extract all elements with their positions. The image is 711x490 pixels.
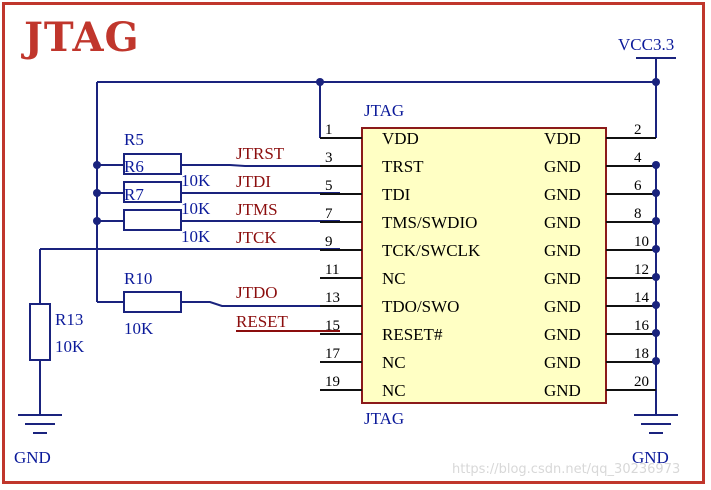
schematic-title: JTAG: [24, 14, 140, 61]
pin-number-right: 20: [634, 374, 649, 390]
pin-number-right: 4: [634, 150, 642, 166]
r6-value: 10K: [181, 199, 211, 218]
junction-dot: [652, 273, 660, 281]
jtdo-wire: [181, 301, 340, 307]
pin-number-left: 17: [325, 346, 341, 362]
pin-label-left: TDO/SWO: [382, 297, 459, 316]
r5-ref: R5: [124, 130, 144, 149]
r7-ref: R7: [124, 185, 144, 204]
resistor-r5: [123, 153, 182, 175]
schematic-border: [2, 2, 705, 484]
pin-number-right: 6: [634, 178, 642, 194]
net-label-jtrst: JTRST: [236, 144, 285, 163]
pin-number-left: 9: [325, 234, 333, 250]
pin-number-left: 5: [325, 178, 333, 194]
pin-number-right: 12: [634, 262, 649, 278]
pin-label-left: VDD: [382, 129, 419, 148]
junction-dot: [652, 161, 660, 169]
pin-label-right: GND: [544, 185, 581, 204]
r13-ref: R13: [55, 310, 83, 329]
pin-label-left: NC: [382, 381, 406, 400]
junction-dot: [316, 78, 324, 86]
pin-number-left: 11: [325, 262, 339, 278]
gnd-left-label: GND: [14, 448, 51, 467]
junction-dot: [93, 161, 101, 169]
pin-label-right: GND: [544, 213, 581, 232]
vcc-label: VCC3.3: [618, 35, 674, 54]
junction-dot: [93, 217, 101, 225]
pin-label-right: GND: [544, 325, 581, 344]
r6-ref: R6: [124, 157, 144, 176]
pin-number-left: 3: [325, 150, 333, 166]
pin-number-right: 14: [634, 290, 650, 306]
jtag-connector-body: [361, 127, 607, 404]
r13-value: 10K: [55, 337, 85, 356]
pin-label-right: GND: [544, 381, 581, 400]
gnd-right-label: GND: [632, 448, 669, 467]
jtrst-wire: [181, 164, 340, 167]
junction-dot: [652, 301, 660, 309]
resistor-r6: [123, 181, 182, 203]
net-label-jtdi: JTDI: [236, 172, 271, 191]
junction-dot: [652, 245, 660, 253]
net-label-jtdo: JTDO: [236, 283, 278, 302]
resistor-r10: [123, 291, 182, 313]
junction-dot: [93, 189, 101, 197]
pin-label-right: GND: [544, 297, 581, 316]
connector-ref-top: JTAG: [364, 101, 404, 120]
pin-number-left: 1: [325, 122, 333, 138]
pin-number-left: 7: [325, 206, 333, 222]
junction-dot: [652, 357, 660, 365]
pin-label-right: GND: [544, 241, 581, 260]
r10-value: 10K: [124, 319, 154, 338]
pin-label-right: VDD: [544, 129, 581, 148]
pin-label-right: GND: [544, 353, 581, 372]
junction-dot: [652, 189, 660, 197]
pin-label-right: GND: [544, 269, 581, 288]
pin-label-right: GND: [544, 157, 581, 176]
net-label-reset: RESET: [236, 312, 289, 331]
pin-label-left: NC: [382, 269, 406, 288]
pin-label-left: TRST: [382, 157, 424, 176]
pin-number-right: 8: [634, 206, 642, 222]
pin-number-left: 19: [325, 374, 340, 390]
resistor-r7: [123, 209, 182, 231]
r7-value: 10K: [181, 227, 211, 246]
pin-label-left: TMS/SWDIO: [382, 213, 477, 232]
junction-dot: [652, 78, 660, 86]
pin-number-right: 2: [634, 122, 642, 138]
junction-dot: [652, 217, 660, 225]
resistor-r13: [29, 303, 51, 361]
connector-ref-bottom: JTAG: [364, 409, 404, 428]
pin-number-left: 13: [325, 290, 340, 306]
pin-number-right: 10: [634, 234, 649, 250]
pin-number-right: 18: [634, 346, 649, 362]
net-label-jtck: JTCK: [236, 228, 277, 247]
watermark: https://blog.csdn.net/qq_30236973: [452, 462, 681, 477]
pin-label-left: TDI: [382, 185, 411, 204]
net-label-jtms: JTMS: [236, 200, 278, 219]
pin-label-left: NC: [382, 353, 406, 372]
r5-value: 10K: [181, 171, 211, 190]
pin-label-left: TCK/SWCLK: [382, 241, 481, 260]
junction-dot: [652, 329, 660, 337]
pin-number-right: 16: [634, 318, 650, 334]
pin-label-left: RESET#: [382, 325, 443, 344]
r10-ref: R10: [124, 269, 152, 288]
